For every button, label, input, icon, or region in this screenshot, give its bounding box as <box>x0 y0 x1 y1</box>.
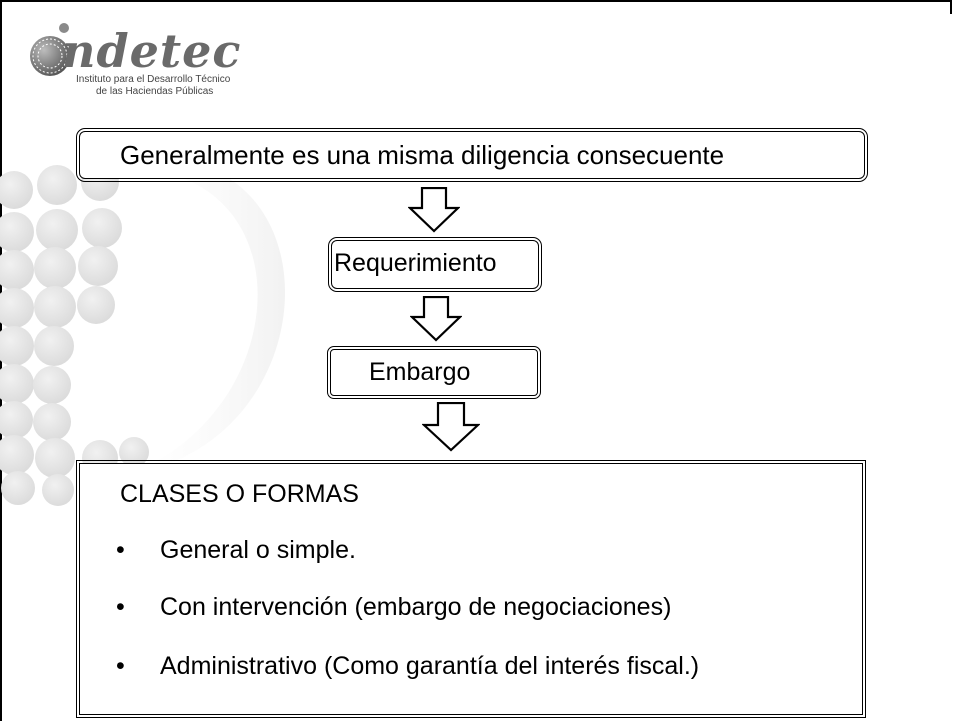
flow-step-requerimiento-label: Requerimiento <box>334 249 497 277</box>
down-arrow-icon <box>410 296 462 342</box>
indetec-logo: ndetec Instituto para el Desarrollo Técn… <box>14 14 314 114</box>
classes-box: CLASES O FORMAS • General o simple. • Co… <box>76 460 866 718</box>
logo-tagline-2: de las Haciendas Públicas <box>96 86 214 97</box>
flow-step-diligencia-label: Generalmente es una misma diligencia con… <box>120 140 725 170</box>
classes-title: CLASES O FORMAS <box>120 480 359 508</box>
flow-step-embargo: Embargo <box>327 346 541 399</box>
flow-step-diligencia: Generalmente es una misma diligencia con… <box>76 128 868 182</box>
logo-tagline-1: Instituto para el Desarrollo Técnico <box>76 74 231 85</box>
flow-step-embargo-label: Embargo <box>369 358 471 386</box>
list-item-label: General o simple. <box>160 536 356 564</box>
list-item-label: Con intervención (embargo de negociacion… <box>160 593 672 621</box>
down-arrow-icon <box>422 402 480 452</box>
bullet-icon: • <box>116 652 125 680</box>
logo-wordmark: ndetec <box>62 24 242 78</box>
bullet-icon: • <box>116 536 125 564</box>
down-arrow-icon <box>408 187 460 233</box>
logo-emblem-icon <box>30 23 70 76</box>
flow-step-requerimiento: Requerimiento <box>328 237 542 292</box>
list-item-label: Administrativo (Como garantía del interé… <box>160 652 700 680</box>
frame-right-edge <box>950 0 952 14</box>
bullet-icon: • <box>116 593 125 621</box>
